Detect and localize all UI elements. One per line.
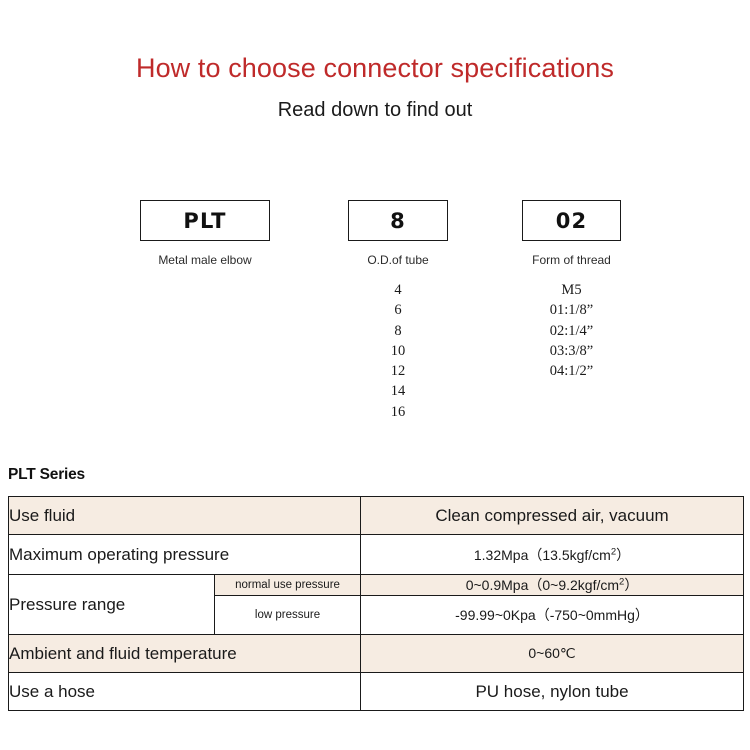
- code-value-tube-od: 8: [390, 208, 406, 233]
- spec-label-pressure-range: Pressure range: [8, 574, 215, 635]
- option-item: 12: [390, 363, 406, 380]
- spec-value-low-pressure: -99.99~0Kpa（-750~0mmHg）: [360, 595, 745, 635]
- option-item: 4: [394, 282, 402, 298]
- code-box-tube-od: 8: [348, 200, 448, 241]
- value-superscript: 2: [610, 545, 617, 557]
- code-value-series: PLT: [183, 208, 227, 233]
- option-item: 01:1/8”: [549, 302, 594, 319]
- spec-label-ambient-fluid-temperature: Ambient and fluid temperature: [7, 634, 362, 673]
- value-suffix: ）: [616, 546, 631, 563]
- specification-table: Use fluid Clean compressed air, vacuum M…: [7, 496, 745, 711]
- code-column-thread-form: 02 Form of thread M5 01:1/8” 02:1/4” 03:…: [522, 200, 621, 381]
- code-caption-thread-form: Form of thread: [532, 253, 611, 267]
- spec-sublabel-normal-use-pressure: normal use pressure: [213, 574, 362, 596]
- spec-value-max-operating-pressure: 1.32Mpa（13.5kgf/cm2）: [360, 534, 745, 575]
- table-row: Maximum operating pressure 1.32Mpa（13.5k…: [7, 534, 745, 575]
- part-number-builder: PLT Metal male elbow 8 O.D.of tube 4 6 8…: [0, 200, 750, 450]
- spec-value-ambient-fluid-temperature: 0~60℃: [360, 634, 745, 673]
- value-suffix: ）: [624, 577, 639, 593]
- page-title: How to choose connector specifications: [135, 53, 615, 83]
- option-item: 02:1/4”: [549, 322, 594, 339]
- option-item: 10: [390, 342, 406, 359]
- spec-sublabel-low-pressure: low pressure: [213, 595, 362, 635]
- table-row: Ambient and fluid temperature 0~60℃: [7, 634, 745, 673]
- code-caption-series: Metal male elbow: [158, 253, 252, 267]
- option-item: M5: [561, 282, 582, 298]
- spec-value-use-fluid: Clean compressed air, vacuum: [360, 496, 745, 535]
- code-caption-tube-od: O.D.of tube: [367, 253, 429, 267]
- option-item: 03:3/8”: [549, 342, 594, 359]
- code-options-tube-od: 4 6 8 10 12 14 16: [348, 267, 448, 422]
- code-value-thread-form: 02: [555, 208, 588, 233]
- table-row: Use fluid Clean compressed air, vacuum: [7, 496, 745, 535]
- option-item: 8: [394, 322, 402, 339]
- spec-label-use-a-hose: Use a hose: [7, 672, 362, 711]
- code-box-thread-form: 02: [522, 200, 621, 241]
- value-superscript: 2: [619, 576, 625, 588]
- spec-label-use-fluid: Use fluid: [7, 496, 362, 535]
- table-row: Use a hose PU hose, nylon tube: [7, 672, 745, 711]
- option-item: 16: [390, 403, 406, 420]
- value-prefix: 0~0.9Mpa（0~9.2kgf/cm: [465, 577, 620, 593]
- spec-value-use-a-hose: PU hose, nylon tube: [360, 672, 745, 711]
- spec-value-normal-use-pressure: 0~0.9Mpa（0~9.2kgf/cm2）: [360, 574, 745, 596]
- code-box-series: PLT: [140, 200, 270, 241]
- series-heading: PLT Series: [8, 466, 85, 483]
- table-row: Pressure range normal use pressure 0~0.9…: [8, 574, 745, 635]
- spec-label-max-operating-pressure: Maximum operating pressure: [7, 534, 362, 575]
- option-item: 04:1/2”: [549, 363, 594, 380]
- page-header: How to choose connector specifications R…: [0, 52, 750, 123]
- value-prefix: 1.32Mpa（13.5kgf/cm: [473, 546, 611, 563]
- code-column-series: PLT Metal male elbow: [140, 200, 270, 267]
- page-subtitle: Read down to find out: [277, 99, 473, 121]
- code-column-tube-od: 8 O.D.of tube 4 6 8 10 12 14 16: [348, 200, 448, 422]
- code-options-thread-form: M5 01:1/8” 02:1/4” 03:3/8” 04:1/2”: [522, 267, 621, 381]
- option-item: 6: [394, 302, 402, 319]
- option-item: 14: [390, 383, 406, 400]
